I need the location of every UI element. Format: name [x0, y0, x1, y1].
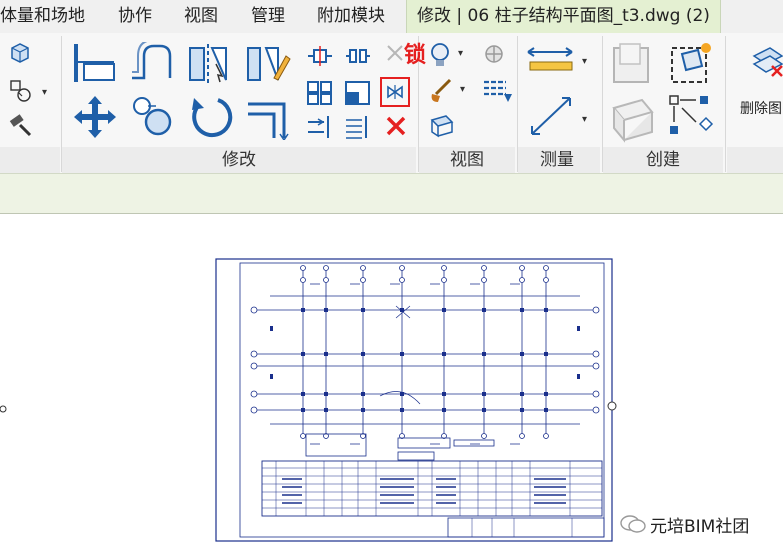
offset-icon[interactable]	[128, 42, 176, 84]
panel-divider	[517, 36, 518, 172]
paint-icon[interactable]	[428, 78, 454, 104]
panel-bar-measure	[518, 147, 600, 173]
trim-icon[interactable]	[244, 94, 292, 140]
mirror-axis-icon[interactable]	[186, 42, 234, 86]
trim-multiple-icon[interactable]	[344, 114, 372, 140]
panel-bar-left	[0, 147, 60, 173]
drawing-area[interactable]	[0, 214, 783, 556]
panel-label-modify: 修改	[222, 150, 256, 170]
measure-distance-icon[interactable]	[526, 44, 576, 74]
options-bar	[0, 173, 783, 214]
paste-icon[interactable]	[8, 42, 32, 66]
chevron-down-icon[interactable]: ▾	[582, 56, 588, 67]
tab-collaborate[interactable]: 协作	[118, 6, 152, 26]
create-group-icon[interactable]	[608, 94, 658, 144]
override-icon[interactable]	[482, 78, 512, 104]
bulb-icon[interactable]	[428, 42, 452, 68]
dwg-plan-drawing	[0, 258, 617, 542]
split-gap-icon[interactable]	[344, 44, 372, 68]
join-geometry-icon[interactable]	[8, 78, 34, 104]
delete-icon[interactable]	[384, 114, 408, 138]
delete-part-label[interactable]: 删除图	[740, 101, 782, 117]
create-part-icon[interactable]	[668, 40, 714, 86]
panel-label-measure: 测量	[540, 150, 574, 170]
override-icon[interactable]	[482, 42, 508, 68]
wechat-icon	[620, 514, 646, 538]
align-icon[interactable]	[72, 42, 118, 84]
chevron-down-icon[interactable]: ▾	[42, 87, 48, 98]
array-icon[interactable]	[306, 80, 334, 106]
trim-single-icon[interactable]	[306, 114, 334, 140]
panel-label-view: 视图	[450, 150, 484, 170]
tab-manage[interactable]: 管理	[251, 6, 285, 26]
chevron-down-icon[interactable]: ▾	[582, 114, 588, 125]
panel-label-create: 创建	[646, 150, 680, 170]
mirror-draw-icon[interactable]	[244, 42, 292, 86]
panel-bar-view	[419, 147, 515, 173]
lock-label[interactable]: 锁	[404, 43, 427, 68]
scale-icon[interactable]	[344, 80, 372, 106]
chevron-down-icon[interactable]: ▾	[460, 84, 466, 95]
panel-divider	[602, 36, 603, 172]
panel-divider	[61, 36, 62, 172]
panel-bar-right	[727, 147, 783, 173]
panel-divider	[725, 36, 726, 172]
split-icon[interactable]	[306, 44, 334, 68]
hide-icon[interactable]	[428, 114, 454, 138]
tab-modify-dwg[interactable]: 修改 | 06 柱子结构平面图_t3.dwg (2)	[406, 0, 721, 33]
watermark-text: 元培BIM社团	[650, 517, 750, 537]
delete-part-icon[interactable]	[750, 42, 783, 82]
panel-bar-modify	[62, 147, 416, 173]
panel-divider	[418, 36, 419, 172]
create-similar-icon[interactable]	[668, 94, 714, 140]
copy-icon[interactable]	[130, 94, 176, 140]
ribbon-tab-bar: 体量和场地 协作 视图 管理 附加模块 修改 | 06 柱子结构平面图_t3.d…	[0, 0, 783, 33]
tab-addins[interactable]: 附加模块	[317, 6, 385, 26]
demolish-icon[interactable]	[8, 113, 34, 139]
move-icon[interactable]	[72, 94, 118, 140]
create-assembly-icon[interactable]	[610, 42, 656, 86]
panel-bar-create	[603, 147, 723, 173]
chevron-down-icon[interactable]: ▾	[458, 48, 464, 59]
unpin-icon[interactable]	[380, 77, 410, 107]
rotate-icon[interactable]	[188, 94, 234, 140]
tab-massing-site[interactable]: 体量和场地	[0, 6, 85, 26]
dimension-icon[interactable]	[526, 94, 576, 138]
pin-icon[interactable]	[384, 42, 406, 68]
tab-view[interactable]: 视图	[184, 6, 218, 26]
